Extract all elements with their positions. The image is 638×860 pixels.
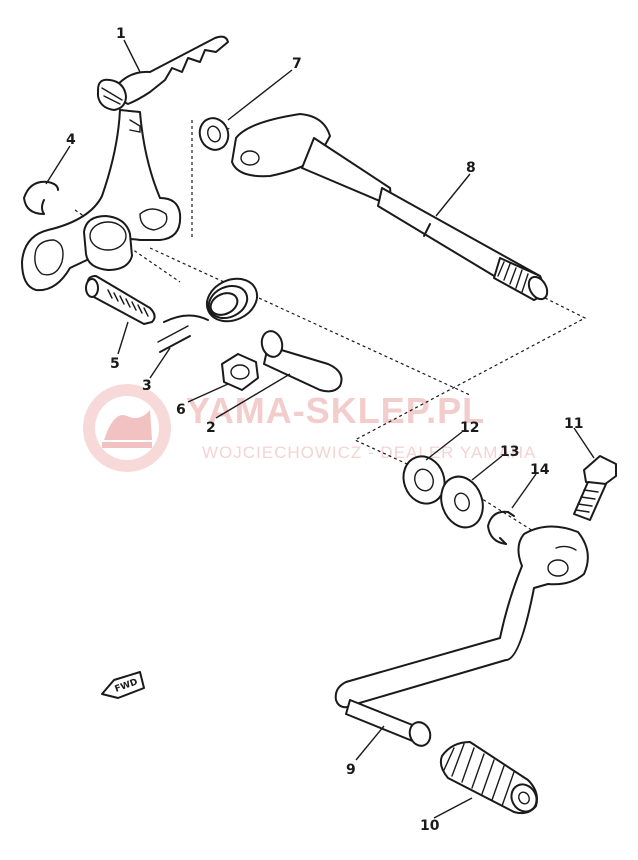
part-4-circlip: [23, 180, 59, 215]
label-part-8: 8: [466, 160, 476, 176]
part-6-nut: [221, 353, 259, 391]
part-1-shift-arm: [21, 35, 229, 292]
spring-coil: [163, 277, 259, 323]
label-part-13: 13: [500, 444, 519, 460]
part-14-circlip: [487, 510, 515, 545]
label-part-14: 14: [530, 462, 550, 478]
label-part-4: 4: [66, 132, 76, 148]
part-8-shift-shaft: [231, 113, 549, 301]
part-9-shift-pedal: [334, 525, 589, 747]
label-part-7: 7: [292, 56, 302, 72]
label-part-5: 5: [110, 356, 120, 372]
part-10-pedal-rubber: [439, 741, 538, 815]
fwd-arrow-icon: FWD: [101, 671, 145, 699]
label-part-2: 2: [206, 420, 216, 436]
watermark: YAMA-SKLEP.PL WOJCIECHOWICZ - DEALER YAM…: [83, 384, 536, 472]
watermark-dealer: WOJCIECHOWICZ - DEALER YAMAHA: [202, 443, 536, 462]
leader-lines: [45, 39, 595, 819]
label-part-12: 12: [460, 420, 479, 436]
label-part-6: 6: [176, 402, 186, 418]
watermark-brand: YAMA-SKLEP.PL: [186, 390, 485, 431]
label-part-11: 11: [564, 416, 583, 432]
label-part-3: 3: [142, 378, 152, 394]
part-11-bolt: [573, 455, 617, 521]
part-7-oil-seal: [198, 117, 230, 151]
label-part-10: 10: [420, 818, 440, 834]
part-labels: 1 2 3 4 5 6 7 8 9 10 11 12 13 14: [66, 26, 583, 834]
part-13-washer: [440, 475, 484, 529]
part-5-screw: [85, 275, 156, 325]
label-part-1: 1: [116, 26, 126, 42]
part-2-pin: [260, 330, 343, 393]
part-3-pin: [157, 325, 191, 353]
label-part-9: 9: [346, 762, 356, 778]
part-12-oil-seal: [402, 455, 446, 505]
